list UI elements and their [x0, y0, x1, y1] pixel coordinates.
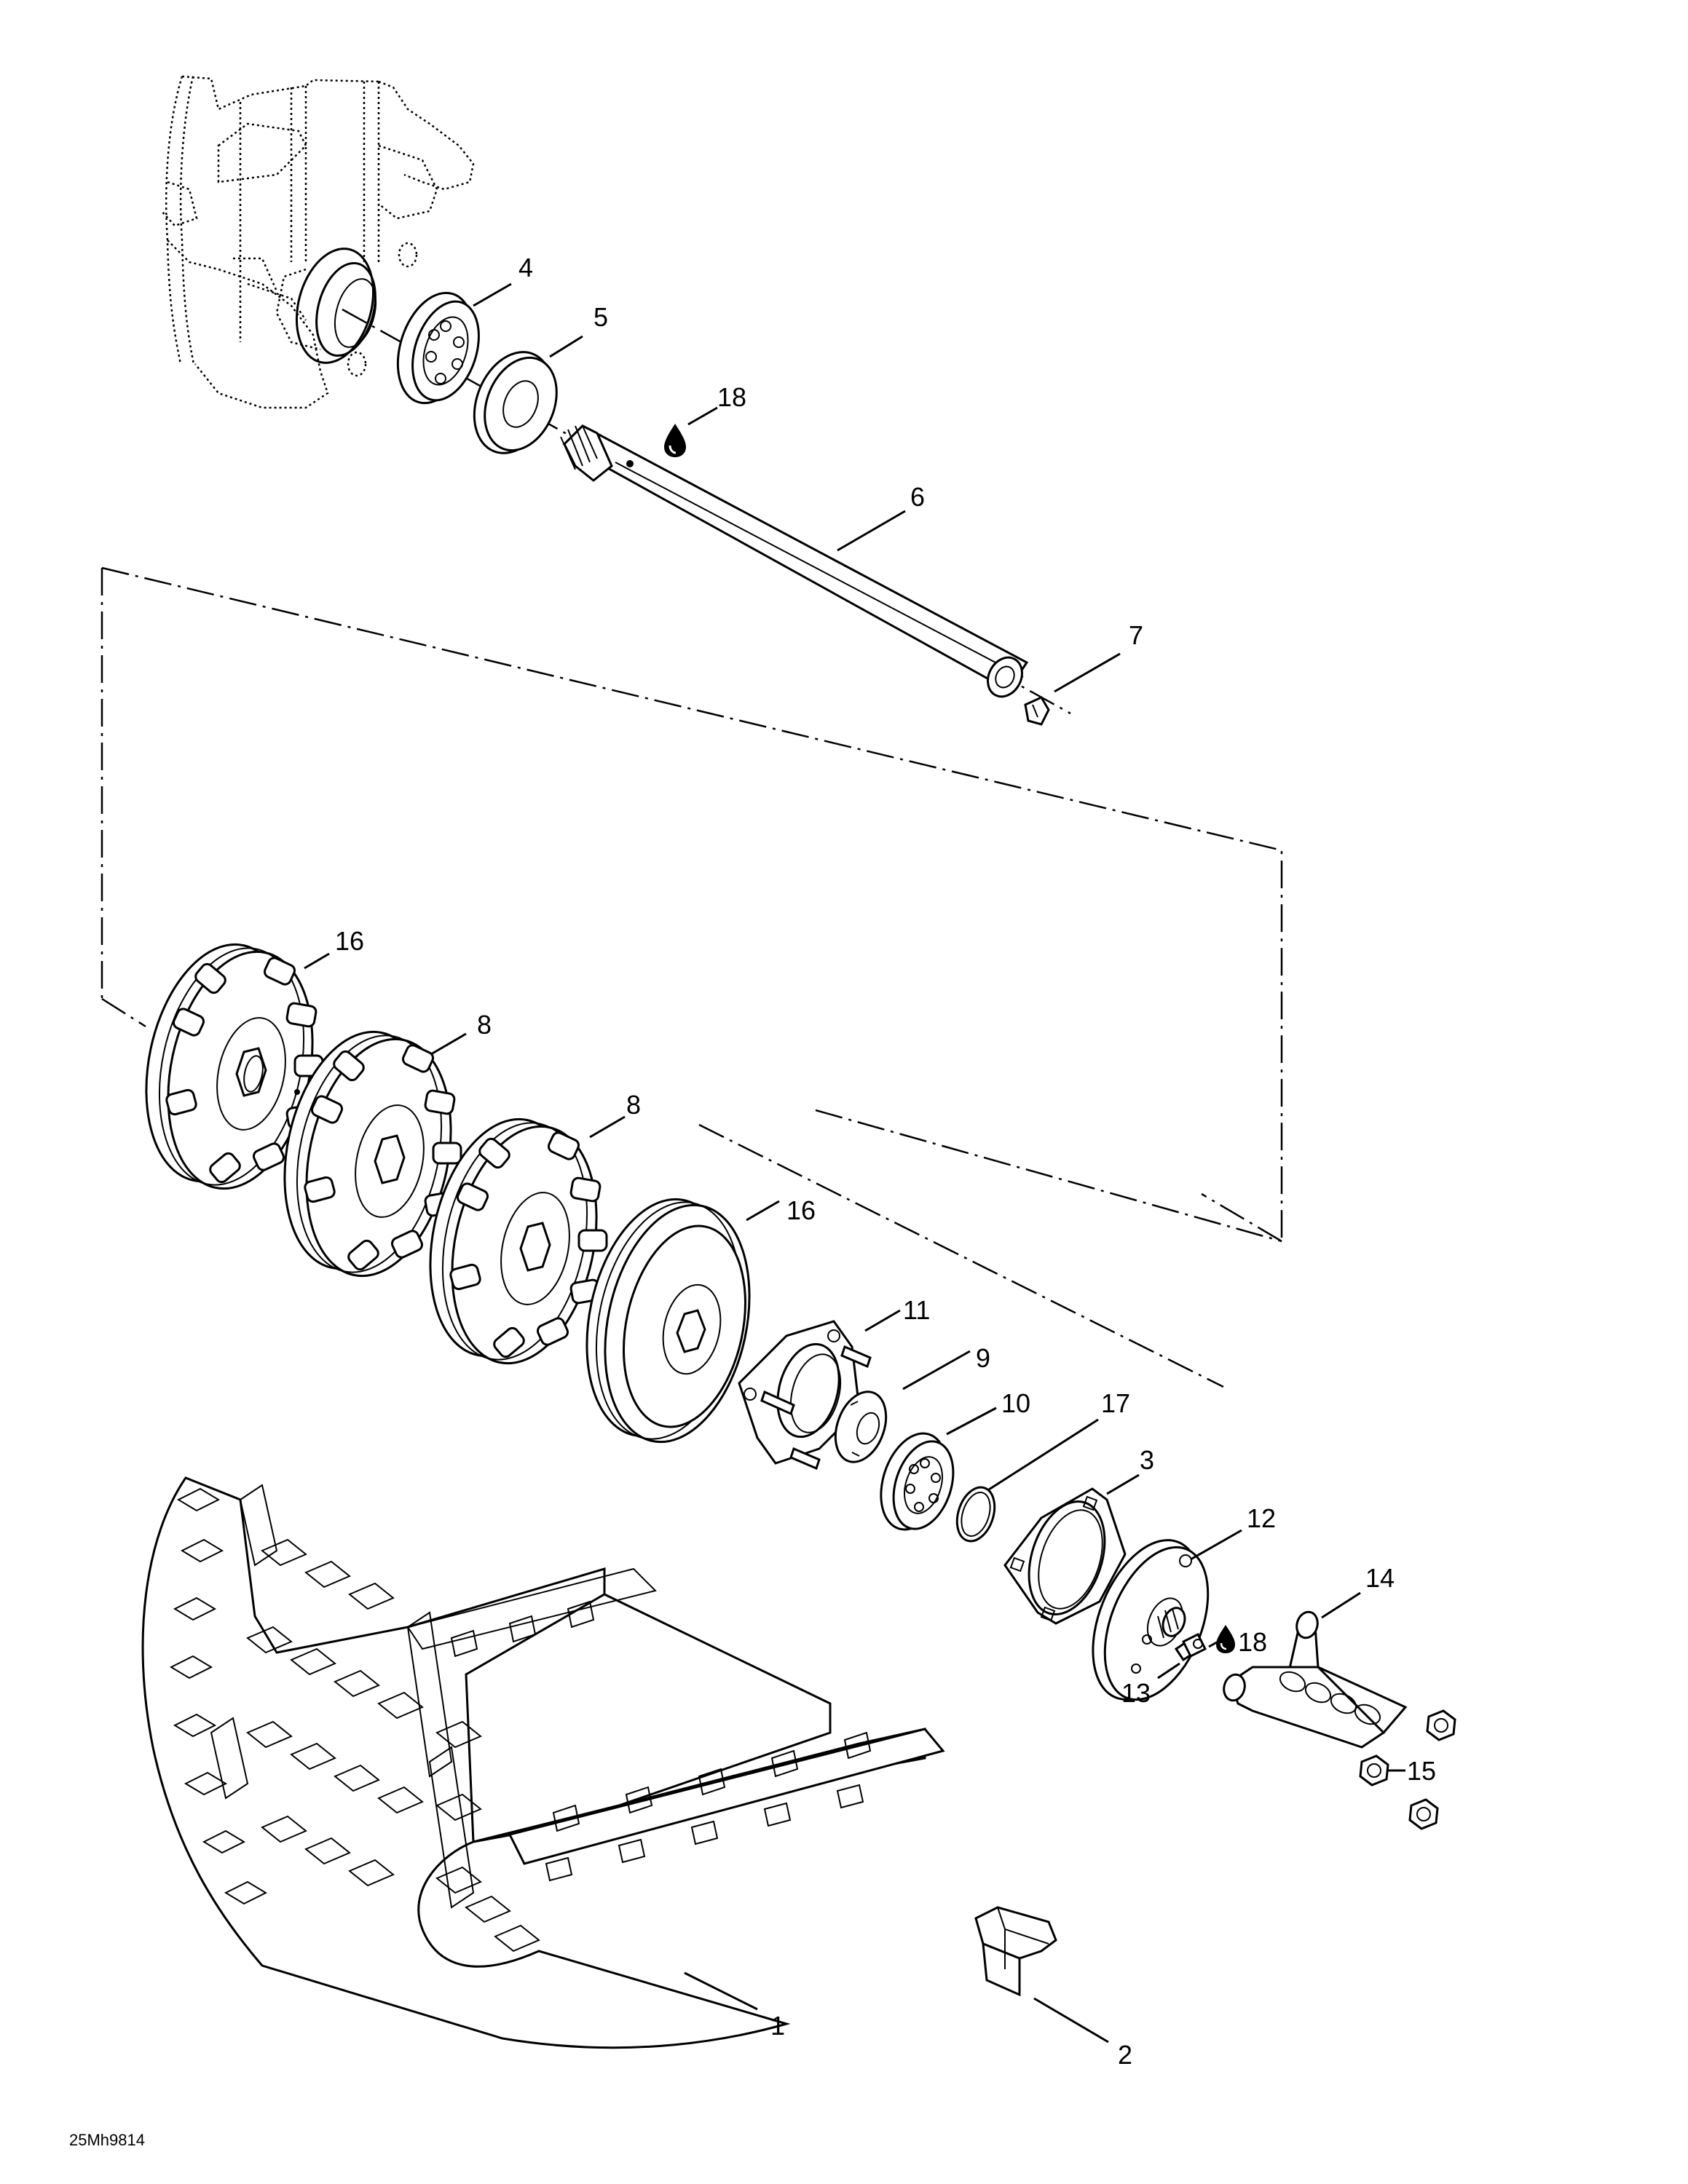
key-7 [1024, 696, 1050, 726]
callout-10: 10 [1001, 1388, 1030, 1418]
bearing-axis-line [698, 1123, 1224, 1388]
cover-plate-3 [1003, 1487, 1127, 1625]
diagram-code: 25Mh9814 [69, 2131, 145, 2149]
callout-8-first: 8 [477, 1010, 492, 1040]
end-cap-12 [1092, 1539, 1210, 1701]
callout-14: 14 [1365, 1563, 1395, 1593]
callout-5: 5 [593, 302, 608, 332]
callout-labels: 1 2 3 4 5 6 7 8 8 9 10 11 12 13 14 15 16… [335, 253, 1436, 2070]
sprocket-8-first [283, 1030, 462, 1278]
callout-17: 17 [1101, 1388, 1130, 1418]
circlip-17 [955, 1486, 996, 1543]
grease-fitting-13 [1174, 1632, 1207, 1662]
callout-12: 12 [1247, 1503, 1276, 1533]
washer-5 [473, 351, 558, 454]
track-clip-2 [974, 1906, 1057, 1997]
callout-8-second: 8 [626, 1090, 641, 1120]
callout-1: 1 [770, 2011, 785, 2041]
callout-3: 3 [1140, 1445, 1154, 1475]
wheel-16-left [145, 943, 324, 1190]
track-1 [141, 1476, 945, 2049]
callout-13: 13 [1121, 1678, 1151, 1708]
housing-plate-11 [738, 1320, 872, 1471]
bearing-4 [396, 291, 480, 405]
callout-4: 4 [518, 253, 533, 282]
callout-6: 6 [910, 482, 925, 512]
bracket-14 [1223, 1610, 1408, 1749]
retainer-9 [834, 1390, 888, 1463]
nuts-15 [1359, 1709, 1456, 1830]
wheel-16-right [585, 1198, 751, 1444]
drop-icon [1216, 1625, 1235, 1653]
callout-15: 15 [1407, 1756, 1436, 1786]
callout-18-lower: 18 [1238, 1627, 1267, 1657]
callout-7: 7 [1129, 620, 1143, 650]
callout-18-top: 18 [717, 382, 746, 412]
bearing-10 [880, 1432, 955, 1531]
chaincase-housing-outline [161, 75, 475, 409]
callout-16-right: 16 [786, 1195, 816, 1225]
sprocket-8-second [429, 1117, 608, 1365]
callout-9: 9 [976, 1343, 990, 1373]
callout-11: 11 [903, 1295, 930, 1325]
callout-16-left: 16 [335, 926, 364, 956]
drop-icon [664, 424, 686, 457]
callout-2: 2 [1118, 2040, 1132, 2070]
drive-shaft-6 [560, 424, 1029, 698]
